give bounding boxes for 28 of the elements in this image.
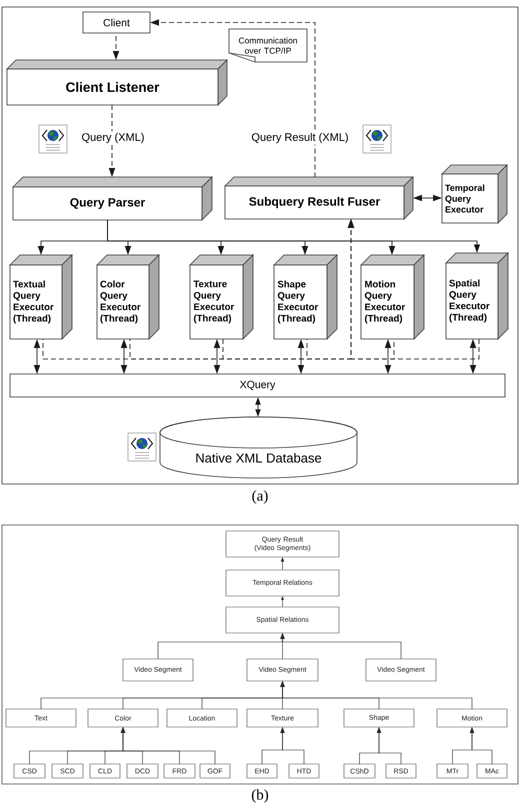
- dashed-arrow: [150, 19, 316, 178]
- panel-caption: (a): [252, 490, 268, 504]
- arrow: [120, 339, 128, 374]
- arrow: [298, 339, 304, 374]
- arrow: [255, 397, 261, 417]
- arrow: [359, 727, 382, 764]
- arrow: [280, 557, 284, 570]
- arrow: [452, 727, 474, 764]
- arrow: [280, 633, 285, 660]
- dashed-arrow: [108, 104, 116, 178]
- panel-caption: (b): [252, 789, 268, 803]
- arrow: [470, 339, 476, 374]
- arrow: [262, 727, 285, 764]
- dashed-arrow: [348, 219, 394, 360]
- database-cylinder: Native XML Database: [160, 416, 358, 478]
- arrow: [413, 194, 442, 202]
- process-box: Client: [82, 12, 150, 34]
- arrow: [34, 339, 40, 374]
- layer-bar: XQuery: [10, 374, 506, 398]
- note-box: Communication over TCP/IP: [228, 28, 308, 62]
- arrow: [280, 596, 284, 608]
- arrow: [384, 339, 392, 374]
- arrow: [107, 220, 132, 255]
- arrow: [214, 339, 220, 374]
- arrow: [280, 681, 285, 710]
- edge-label: Query (XML): [80, 131, 146, 145]
- edge-label: Query Result (XML): [250, 131, 350, 145]
- arrow: [104, 727, 126, 764]
